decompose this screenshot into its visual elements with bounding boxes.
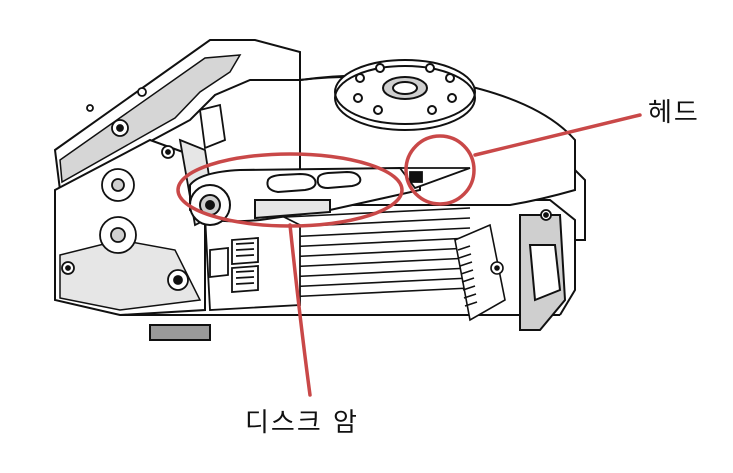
arm-leader-line: [288, 223, 312, 397]
chassis-screws: [61, 87, 573, 291]
disk-arm: [189, 166, 421, 226]
head-label: 헤드: [648, 98, 700, 128]
disk-arm-label: 디스크 암: [245, 408, 359, 438]
head-leader-line: [473, 113, 642, 157]
spindle-hub: [334, 59, 476, 131]
head-callout-circle: [404, 134, 476, 206]
callouts: [176, 113, 642, 397]
actuator-comb: [178, 103, 301, 311]
right-comb: [454, 223, 506, 322]
